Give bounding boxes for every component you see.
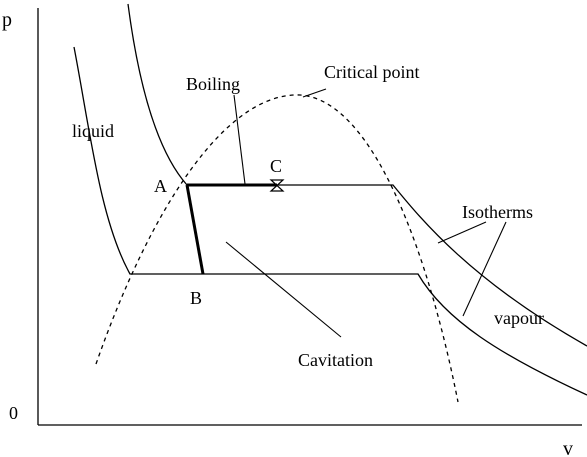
liquid-label: liquid xyxy=(72,121,114,141)
point-c-marker xyxy=(269,179,285,192)
x-axis-label: v xyxy=(563,438,573,457)
isotherms-leader-upper xyxy=(437,221,487,244)
cavitation-leader xyxy=(225,241,342,338)
origin-label: 0 xyxy=(9,403,18,423)
upper-isotherm xyxy=(127,3,587,347)
isotherms-leader-lower xyxy=(462,221,507,317)
boiling-leader xyxy=(233,94,246,185)
cavitation-label: Cavitation xyxy=(298,350,373,370)
lower-isotherm xyxy=(73,46,587,396)
point-a-label: A xyxy=(154,176,167,196)
isotherms-label: Isotherms xyxy=(462,202,533,222)
critical-point-leader xyxy=(302,88,327,98)
vapour-label: vapour xyxy=(494,308,544,328)
point-c-label: C xyxy=(270,156,282,176)
y-axis-label: p xyxy=(2,9,12,31)
point-b-label: B xyxy=(190,288,202,308)
critical-point-label: Critical point xyxy=(324,62,419,82)
boiling-label: Boiling xyxy=(186,74,240,94)
cavitation-path xyxy=(185,184,205,275)
saturation-dome xyxy=(95,94,459,403)
